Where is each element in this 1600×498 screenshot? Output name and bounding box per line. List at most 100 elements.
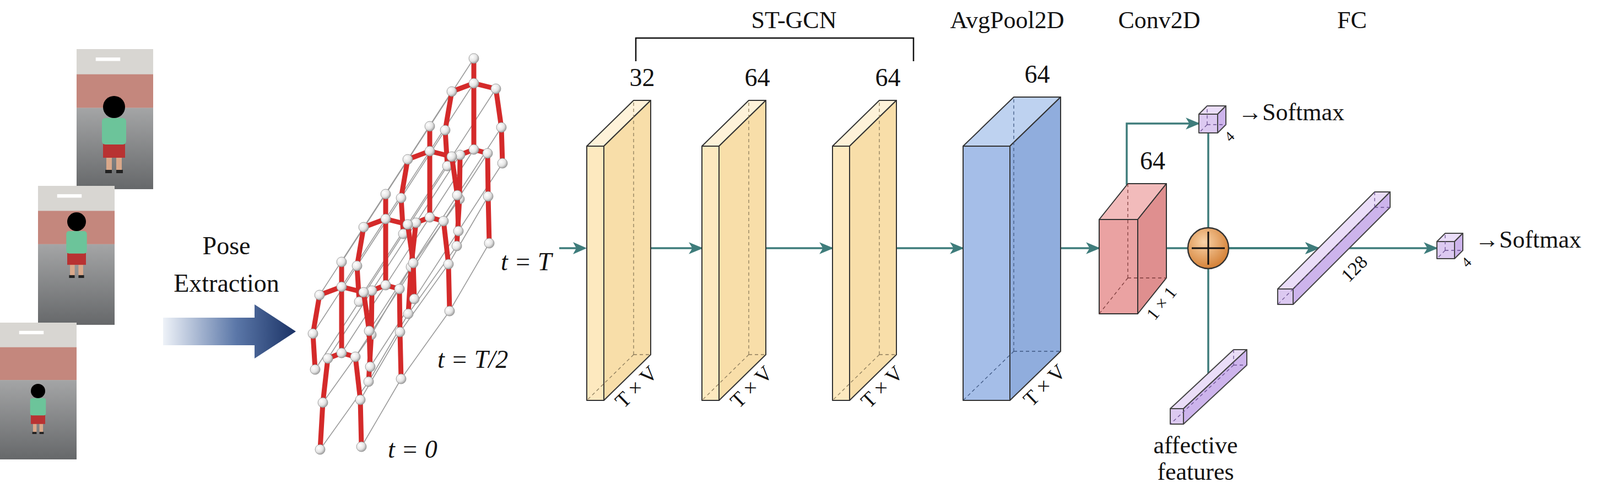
hidden-edge <box>1127 183 1128 278</box>
channel-count: 32 <box>629 63 656 93</box>
illustration-part <box>448 196 489 264</box>
illustration-part <box>341 218 386 287</box>
illustration-part <box>401 197 404 234</box>
flow-arrow <box>1060 246 1100 250</box>
hidden-edge <box>878 100 880 355</box>
illustration-part <box>369 330 371 367</box>
illustration-part <box>339 286 345 353</box>
illustration-part <box>357 226 364 266</box>
illustration-part <box>30 383 47 434</box>
illustration-part <box>451 240 462 251</box>
hidden-edge <box>1013 350 1061 351</box>
illustration-part <box>116 169 123 174</box>
illustration-part <box>0 322 77 459</box>
illustration-part <box>66 212 87 278</box>
illustration-part <box>38 244 115 325</box>
illustration-part <box>336 347 347 358</box>
illustration-part <box>445 91 452 131</box>
illustration-part <box>411 198 460 267</box>
illustration-part <box>424 121 435 132</box>
illustration-part <box>101 117 127 145</box>
illustration-part <box>385 126 430 194</box>
illustration-part <box>350 351 361 362</box>
illustration-part <box>415 154 461 223</box>
hidden-edge <box>1170 364 1234 424</box>
illustration-part <box>446 151 457 162</box>
illustration-part <box>39 423 44 433</box>
video-frames <box>0 49 154 459</box>
hidden-edge <box>748 100 749 355</box>
channel-count: 64 <box>1139 146 1166 176</box>
dimension-label: 4 <box>1457 253 1475 270</box>
illustration-part <box>380 188 391 199</box>
output-cube: 4→Softmax <box>1198 105 1226 133</box>
illustration-part <box>95 57 121 61</box>
hidden-edge <box>1233 364 1247 365</box>
block-shape <box>832 100 897 400</box>
hidden-edge <box>1099 277 1128 314</box>
block-shape <box>1436 233 1463 259</box>
illustration-part <box>336 281 347 292</box>
illustration-part <box>314 289 325 300</box>
illustration-part <box>30 397 47 415</box>
hidden-edge <box>1445 249 1463 251</box>
illustration-part <box>322 358 328 403</box>
illustration-part <box>400 331 402 379</box>
illustration-part <box>409 293 420 304</box>
illustration-part <box>352 188 420 387</box>
illustration-part <box>105 169 112 174</box>
illustration-part <box>399 288 400 332</box>
conv-layer: 641 × 1 <box>1099 183 1167 314</box>
hidden-edge <box>1374 191 1375 208</box>
illustration-part <box>440 53 508 251</box>
illustration-part <box>317 397 328 408</box>
illustration-part <box>312 294 320 334</box>
illustration-part <box>341 284 386 353</box>
illustration-part <box>497 158 508 169</box>
illustration-part <box>307 328 318 339</box>
channel-count: 64 <box>875 63 901 93</box>
illustration-part <box>360 399 362 447</box>
illustration-part <box>32 431 37 434</box>
illustration-part <box>501 127 503 164</box>
illustration-part <box>449 242 490 311</box>
illustration-part <box>307 256 376 454</box>
illustration-part <box>30 414 46 424</box>
layer-title: FC <box>1337 6 1367 35</box>
illustration-part <box>495 88 502 128</box>
illustration-part <box>101 95 127 174</box>
illustration-part <box>496 122 507 133</box>
illustration-part <box>408 257 419 268</box>
step-label: Pose Extraction <box>157 226 296 302</box>
input-label: affective features <box>1134 431 1257 485</box>
block-shape <box>1170 349 1247 424</box>
illustration-part <box>457 195 459 231</box>
hidden-edge <box>879 353 897 355</box>
illustration-part <box>78 263 84 277</box>
input-arrowhead <box>573 241 587 254</box>
illustration-part <box>380 213 391 224</box>
hidden-edge <box>1013 96 1014 351</box>
video-frame <box>0 322 77 459</box>
block-shape <box>963 96 1061 400</box>
illustration-part <box>327 290 372 359</box>
illustration-part <box>116 156 122 171</box>
illustration-part <box>19 330 44 334</box>
illustration-part <box>57 193 82 198</box>
time-label: t = T <box>498 247 554 277</box>
illustration-part <box>408 266 412 314</box>
illustration-part <box>468 144 479 155</box>
block-face <box>1277 191 1391 289</box>
block-face <box>1009 96 1061 400</box>
illustration-part <box>427 150 433 218</box>
block-shape <box>586 100 651 400</box>
block-face <box>701 146 720 400</box>
illustration-part <box>468 78 479 89</box>
illustration-part <box>402 219 413 230</box>
illustration-part <box>322 353 333 364</box>
stgcn-layer: 64T × V <box>832 100 897 400</box>
block-face <box>832 146 850 400</box>
illustration-part <box>452 190 463 200</box>
video-frame <box>38 185 115 325</box>
